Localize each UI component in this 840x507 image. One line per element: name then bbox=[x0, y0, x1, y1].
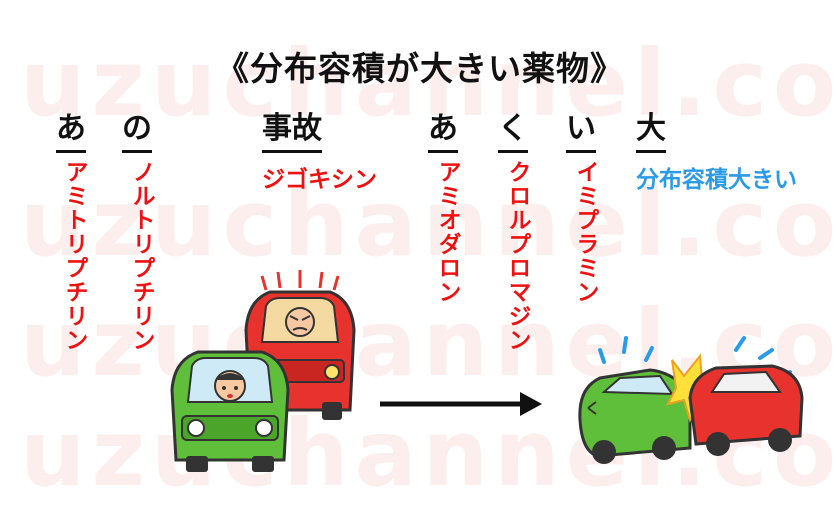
drug-nortriptyline: ノルトリプチリン bbox=[128, 160, 154, 352]
heading-a2: あ bbox=[428, 110, 458, 153]
watermark-row-1: uzuchannel.com bbox=[20, 30, 840, 137]
drug-amiodarone: アミオダロン bbox=[434, 160, 460, 304]
heading-ku: く bbox=[498, 110, 528, 153]
car-crash-illustration bbox=[578, 336, 804, 464]
drug-imipramine: イミプラミン bbox=[572, 160, 598, 304]
heading-dai: 大 bbox=[636, 110, 666, 153]
heading-jiko: 事故 bbox=[262, 110, 322, 153]
drug-digoxin: ジゴキシン bbox=[262, 167, 377, 193]
page-title: 《分布容積が大きい薬物》 bbox=[216, 49, 624, 88]
large-vd-label: 分布容積大きい bbox=[636, 167, 797, 193]
heading-a1: あ bbox=[56, 110, 86, 153]
heading-no: の bbox=[122, 110, 152, 153]
green-car-scared-driver bbox=[170, 350, 290, 472]
arrow-right-icon bbox=[380, 392, 542, 416]
watermark-row-2: uzuchannel.com bbox=[20, 170, 840, 277]
heading-i: い bbox=[566, 110, 596, 153]
drug-chlorpromazine: クロルプロマジン bbox=[504, 160, 530, 352]
drug-amitriptyline: アミトリプチリン bbox=[61, 160, 87, 352]
